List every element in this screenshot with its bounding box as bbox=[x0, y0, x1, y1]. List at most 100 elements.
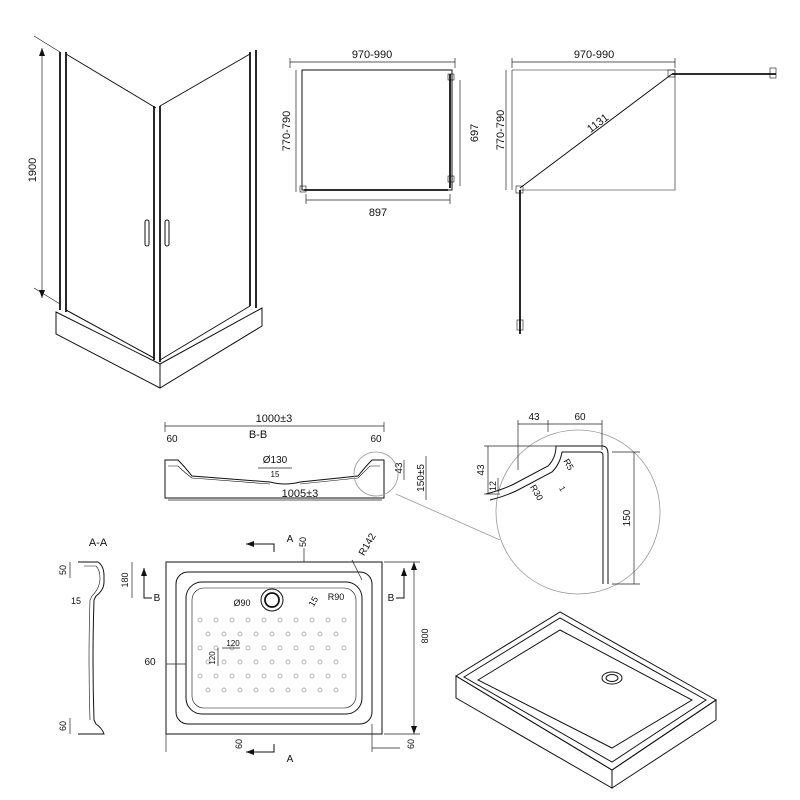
tray-iso-right-side bbox=[611, 699, 717, 789]
anti-slip-dot bbox=[213, 673, 219, 679]
detail-h3-label: 150 bbox=[622, 509, 633, 526]
anti-slip-dot bbox=[197, 645, 203, 651]
anti-slip-dot bbox=[333, 631, 339, 637]
anti-slip-dot bbox=[237, 631, 243, 637]
anti-slip-dot bbox=[309, 645, 315, 651]
section-bb-title: B-B bbox=[249, 429, 267, 441]
anti-slip-dot bbox=[317, 631, 323, 637]
anti-slip-dot bbox=[269, 659, 275, 665]
tray-iso-drain-icon bbox=[601, 671, 623, 685]
anti-slip-dot bbox=[317, 659, 323, 665]
anti-slip-dot bbox=[309, 673, 315, 679]
anti-slip-dot bbox=[245, 673, 251, 679]
detail-r1-label: R5 bbox=[561, 457, 575, 472]
bb-bottom-label: 1005±3 bbox=[282, 488, 319, 500]
cut-a-top-label: A bbox=[287, 534, 294, 545]
tray-height-label: 800 bbox=[420, 628, 430, 643]
open-width-label: 970-990 bbox=[574, 49, 614, 61]
plan-bottom-label: 897 bbox=[369, 207, 387, 219]
drain-icon bbox=[264, 592, 280, 608]
anti-slip-dot bbox=[253, 659, 259, 665]
section-bb: B-B 1000±3 60 60 Ø130 15 1005±3 43 150±5 bbox=[164, 413, 501, 541]
bb-small-label: 15 bbox=[271, 470, 280, 479]
plan-view-open: 970-990 770-790 1131 bbox=[495, 49, 777, 334]
anti-slip-dot bbox=[197, 617, 203, 623]
left-door-panel bbox=[59, 52, 157, 360]
aa-bottom-label: 60 bbox=[58, 721, 68, 731]
diagonal-line bbox=[519, 73, 673, 189]
anti-slip-dot bbox=[333, 659, 339, 665]
anti-slip-dot bbox=[317, 687, 323, 693]
bb-top-label: 1000±3 bbox=[256, 413, 293, 425]
anti-slip-dot bbox=[213, 617, 219, 623]
open-depth-label: 770-790 bbox=[495, 110, 507, 150]
tray-side-label: 60 bbox=[144, 657, 156, 668]
detail-w2-label: 60 bbox=[574, 412, 586, 423]
plan-depth-label: 770-790 bbox=[281, 111, 293, 151]
cut-a-bottom-label: A bbox=[287, 754, 294, 765]
aa-mid-label: 15 bbox=[71, 596, 81, 606]
anti-slip-dot bbox=[237, 687, 243, 693]
tray-top-offset-label: 50 bbox=[298, 537, 308, 547]
anti-slip-dot bbox=[197, 673, 203, 679]
cut-b-left-label: B bbox=[154, 593, 161, 604]
anti-slip-dot bbox=[269, 687, 275, 693]
tray-small-label: 15 bbox=[307, 595, 321, 609]
bb-drain-label: Ø130 bbox=[263, 455, 288, 466]
tray-grid-v-label: 120 bbox=[208, 651, 217, 665]
anti-slip-dot bbox=[213, 645, 219, 651]
drain-outer bbox=[260, 588, 284, 612]
anti-slip-dot bbox=[277, 617, 283, 623]
detail-r2-label: R30 bbox=[528, 483, 545, 502]
anti-slip-dot bbox=[205, 687, 211, 693]
anti-slip-dot bbox=[333, 687, 339, 693]
tray-bottom-right-label: 60 bbox=[406, 739, 416, 749]
tray-bottom-left-label: 60 bbox=[234, 739, 244, 749]
cabin-height-label: 1900 bbox=[27, 158, 39, 182]
plan-outline bbox=[301, 69, 453, 191]
anti-slip-dot bbox=[325, 645, 331, 651]
cut-b-right-label: B bbox=[388, 593, 395, 604]
anti-slip-dot bbox=[253, 631, 259, 637]
anti-slip-dot bbox=[285, 659, 291, 665]
right-door-handle bbox=[164, 219, 170, 247]
detail-small-label: 1 bbox=[557, 485, 567, 494]
tray-corner-radius-label: R142 bbox=[357, 531, 379, 558]
bb-right-label: 60 bbox=[370, 434, 382, 445]
anti-slip-dot bbox=[221, 687, 227, 693]
anti-slip-dot bbox=[285, 631, 291, 637]
anti-slip-dot bbox=[341, 617, 347, 623]
anti-slip-dot bbox=[325, 617, 331, 623]
anti-slip-dot bbox=[277, 673, 283, 679]
plan-door-label: 697 bbox=[469, 124, 481, 142]
detail-magnified: 43 60 43 12 R5 R30 1 150 bbox=[476, 412, 661, 595]
anti-slip-dot bbox=[309, 617, 315, 623]
bb-detail-marker bbox=[353, 451, 399, 497]
anti-slip-dot bbox=[301, 687, 307, 693]
detail-profile bbox=[485, 445, 609, 584]
anti-slip-dot bbox=[221, 659, 227, 665]
section-aa-title: A-A bbox=[89, 537, 108, 549]
anti-slip-dot bbox=[261, 673, 267, 679]
open-diagonal-label: 1131 bbox=[585, 112, 611, 136]
anti-slip-dot bbox=[301, 659, 307, 665]
anti-slip-dot bbox=[285, 687, 291, 693]
bb-side-label: 150±5 bbox=[416, 464, 427, 492]
tray-left-offset-label: 180 bbox=[120, 572, 130, 587]
anti-slip-dot bbox=[261, 617, 267, 623]
tray-iso-basin bbox=[476, 629, 694, 749]
plan-view-closed: 970-990 770-790 697 897 bbox=[281, 49, 481, 219]
anti-slip-dot bbox=[269, 631, 275, 637]
detail-h2-label: 12 bbox=[488, 481, 498, 491]
detail-w1-label: 43 bbox=[528, 412, 540, 423]
anti-slip-dot bbox=[325, 673, 331, 679]
anti-slip-dot bbox=[229, 673, 235, 679]
anti-slip-dot bbox=[245, 617, 251, 623]
bb-height-label: 43 bbox=[394, 462, 405, 474]
tray-iso-top bbox=[455, 611, 717, 771]
detail-h1-label: 43 bbox=[476, 464, 487, 476]
tray-drain-label: Ø90 bbox=[233, 598, 250, 608]
anti-slip-dot bbox=[237, 659, 243, 665]
right-door-panel bbox=[159, 50, 257, 362]
